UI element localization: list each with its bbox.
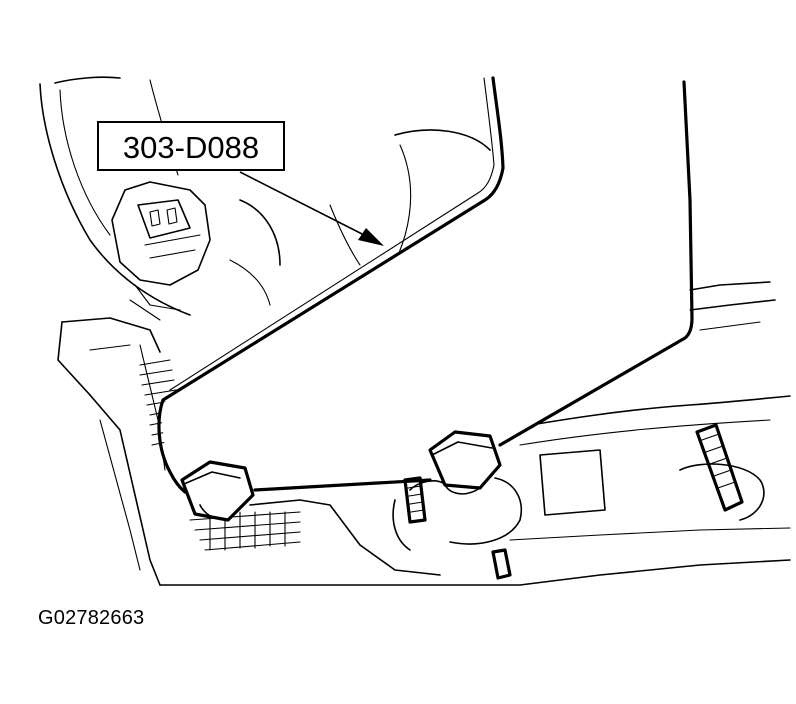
figure-id: G02782663: [38, 607, 145, 629]
callout-arrowhead: [358, 228, 384, 246]
callout-box: [97, 121, 285, 171]
tool-callout: 303-D088: [97, 121, 384, 246]
right-bolt: [392, 430, 522, 551]
engine-housing-outline: [39, 76, 791, 586]
sensor-connector: [111, 181, 211, 321]
callout-leader-line: [239, 171, 371, 239]
left-bolt: [180, 460, 255, 522]
callout-label: 303-D088: [123, 130, 259, 165]
special-tool-bracket: [157, 76, 694, 495]
studs: [403, 423, 765, 580]
